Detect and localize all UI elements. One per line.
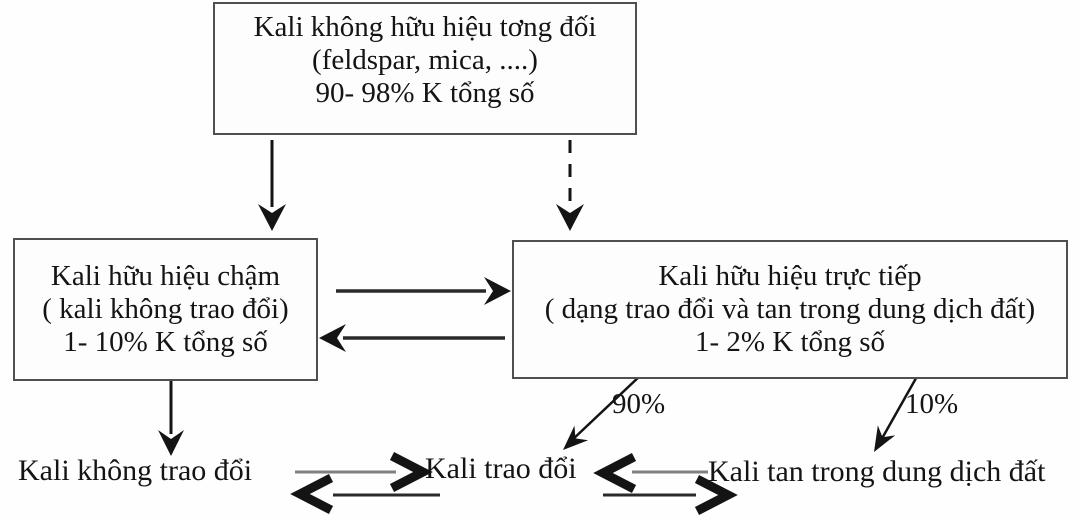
label-90-percent: 90% xyxy=(612,388,666,420)
box-direct-line-2: ( dạng trao đổi và tan trong dung dịch đ… xyxy=(544,293,1036,325)
arrow-direct-to-slow xyxy=(319,324,505,352)
arrow-slow-to-nonexchangeable xyxy=(158,372,184,456)
box-slow-line-3: 1- 10% K tổng số xyxy=(63,326,268,358)
box-direct-line-3: 1- 2% K tổng số xyxy=(694,326,886,358)
box-slow-line-1: Kali hữu hiệu chậm xyxy=(50,260,281,292)
equilibrium-arrows-left xyxy=(290,452,440,514)
label-10-percent: 10% xyxy=(905,388,959,420)
box-slow-line-2: ( kali không trao đổi) xyxy=(42,293,289,325)
box-direct-available-kali: Kali hữu hiệu trực tiếp ( dạng trao đổi … xyxy=(512,240,1068,379)
label-kali-non-exchangeable: Kali không trao đổi xyxy=(18,454,253,487)
box-non-available-kali: Kali không hữu hiệu tơng đối (feldspar, … xyxy=(213,2,637,135)
arrow-top-to-slow xyxy=(258,140,286,231)
arrow-top-to-direct-dashed xyxy=(556,140,584,231)
box-non-available-line-3: 90- 98% K tổng số xyxy=(315,77,535,109)
box-direct-line-1: Kali hữu hiệu trực tiếp xyxy=(658,260,922,292)
box-non-available-line-2: (feldspar, mica, ....) xyxy=(312,44,538,76)
equilibrium-arrows-right xyxy=(593,453,738,515)
arrow-slow-to-direct xyxy=(336,277,511,305)
box-non-available-line-1: Kali không hữu hiệu tơng đối xyxy=(253,11,597,43)
label-kali-in-soil-solution: Kali tan trong dung dịch đất xyxy=(708,455,1046,488)
label-kali-exchangeable: Kali trao đổi xyxy=(425,452,577,485)
box-slow-available-kali: Kali hữu hiệu chậm ( kali không trao đổi… xyxy=(13,238,318,381)
